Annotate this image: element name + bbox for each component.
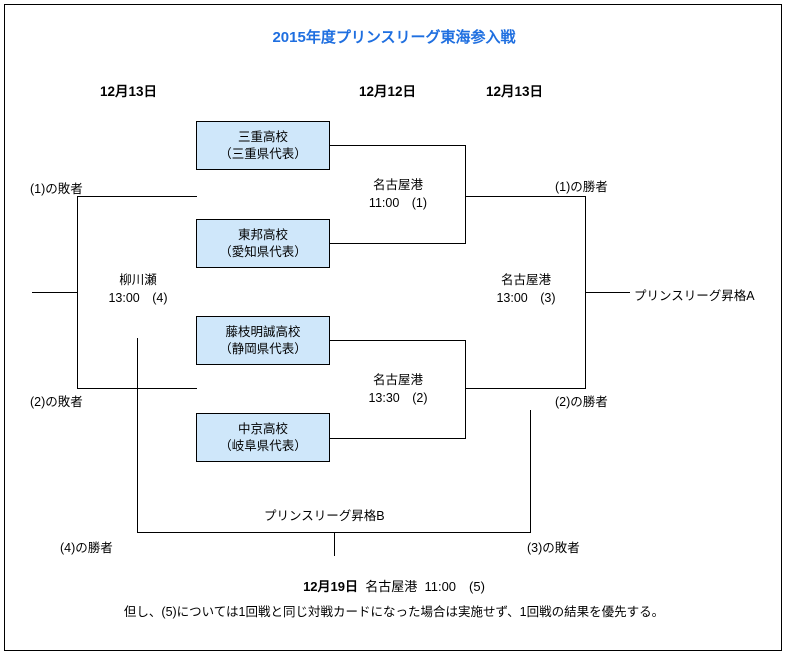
footer-date: 12月19日 <box>303 579 358 594</box>
bracket-line-chukyo-to-m2 <box>330 438 465 439</box>
bracket-line-toho-to-m1 <box>330 243 465 244</box>
team-box-mie[interactable]: 三重高校 （三重県代表） <box>196 121 330 170</box>
team-region: （三重県代表） <box>219 146 307 161</box>
label-winner-4: (4)の勝者 <box>60 541 113 555</box>
team-name: 東邦高校 <box>237 227 288 242</box>
team-region: （静岡県代表） <box>219 341 307 356</box>
match-venue: 柳川瀬 <box>119 273 157 287</box>
bracket-line-m1winner-to-final <box>465 196 585 197</box>
label-loser-1: (1)の敗者 <box>30 182 83 196</box>
team-name: 藤枝明誠高校 <box>225 324 301 339</box>
bracket-line-final-to-promotion-a <box>585 292 630 293</box>
page-title: 2015年度プリンスリーグ東海参入戦 <box>272 29 516 46</box>
team-box-toho[interactable]: 東邦高校 （愛知県代表） <box>196 219 330 268</box>
date-header-left: 12月13日 <box>100 84 158 99</box>
team-box-chukyo[interactable]: 中京高校 （岐阜県代表） <box>196 413 330 462</box>
promotion-a-label: プリンスリーグ昇格A <box>634 289 755 303</box>
team-box-fujieda-meisei[interactable]: 藤枝明誠高校 （静岡県代表） <box>196 316 330 365</box>
match-label-4: 柳川瀬 13:00 (4) <box>78 271 198 307</box>
label-loser-2: (2)の敗者 <box>30 395 83 409</box>
team-name: 三重高校 <box>237 129 288 144</box>
match-label-2: 名古屋港 13:30 (2) <box>331 371 465 407</box>
match-label-1: 名古屋港 11:00 (1) <box>331 176 465 212</box>
bracket-line-mie-to-m1 <box>330 145 465 146</box>
bracket-line-m2winner-to-final <box>465 388 585 389</box>
bracket-line-fujieda-to-m2 <box>330 340 465 341</box>
page-border <box>4 4 782 651</box>
match-time: 13:00 (4) <box>108 291 168 306</box>
bracket-join-m1 <box>465 145 466 244</box>
match-time: 13:30 (2) <box>368 391 428 406</box>
footer-time: 11:00 (5) <box>424 579 485 594</box>
match-time: 13:00 (3) <box>496 291 556 306</box>
bracket-line-m4-down <box>137 338 138 532</box>
date-header-right: 12月13日 <box>486 84 544 99</box>
match-venue: 名古屋港 <box>372 178 423 192</box>
label-loser-3: (3)の敗者 <box>527 541 580 555</box>
bracket-join-m2 <box>465 340 466 439</box>
team-name: 中京高校 <box>237 421 288 436</box>
label-winner-2: (2)の勝者 <box>555 395 608 409</box>
match-venue: 名古屋港 <box>500 273 551 287</box>
team-region: （愛知県代表） <box>219 244 307 259</box>
bracket-line-bottom-stem <box>334 532 335 556</box>
label-winner-1: (1)の勝者 <box>555 180 608 194</box>
footer-match-5: 12月19日 名古屋港 11:00 (5) <box>0 576 788 595</box>
match-label-3: 名古屋港 13:00 (3) <box>466 271 586 307</box>
bracket-line-m3-down <box>530 410 531 532</box>
footer-note: 但し、(5)については1回戦と同じ対戦カードになった場合は実施せず、1回戦の結果… <box>123 605 665 619</box>
match-time: 11:00 (1) <box>368 196 428 211</box>
promotion-b-label: プリンスリーグ昇格B <box>264 509 385 523</box>
bracket-line-m4-stub <box>32 292 77 293</box>
date-header-middle: 12月12日 <box>359 84 417 99</box>
footer-venue: 名古屋港 <box>365 579 418 594</box>
bracket-join-m4 <box>77 196 78 389</box>
bracket-line-m1loser-to-m4 <box>77 196 197 197</box>
team-region: （岐阜県代表） <box>219 438 307 453</box>
match-venue: 名古屋港 <box>372 373 423 387</box>
